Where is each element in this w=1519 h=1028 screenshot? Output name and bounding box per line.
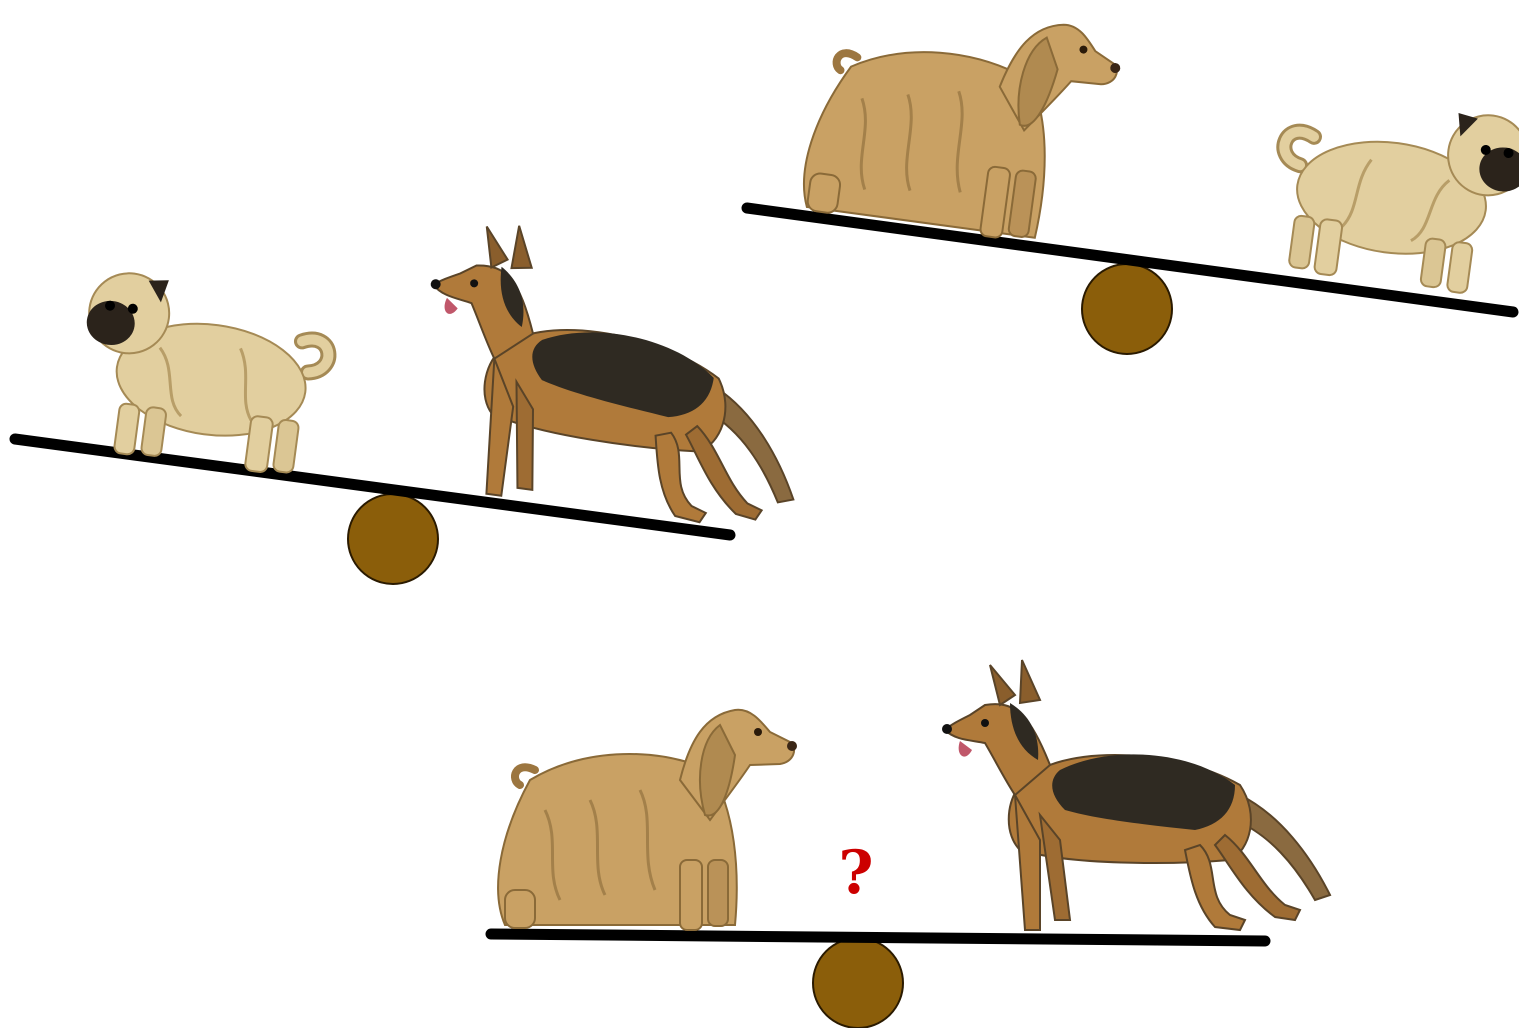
german-shepherd-bottom: [942, 660, 1330, 930]
pug-top-right: [1268, 88, 1519, 299]
seesaw-middle-left: [15, 215, 824, 584]
seesaw-bottom: ?: [491, 660, 1330, 1028]
german-shepherd-middle-left: [404, 215, 824, 534]
cocker-spaniel-bottom: [498, 710, 797, 930]
seesaw-top-right: [747, 0, 1519, 354]
fulcrum-middle-left: [348, 494, 438, 584]
question-mark: ?: [838, 838, 873, 908]
fulcrum-top-right: [1082, 264, 1172, 354]
fulcrum-bottom: [813, 938, 903, 1028]
cocker-spaniel-top-right: [799, 0, 1125, 251]
beam-bottom: [491, 934, 1265, 941]
